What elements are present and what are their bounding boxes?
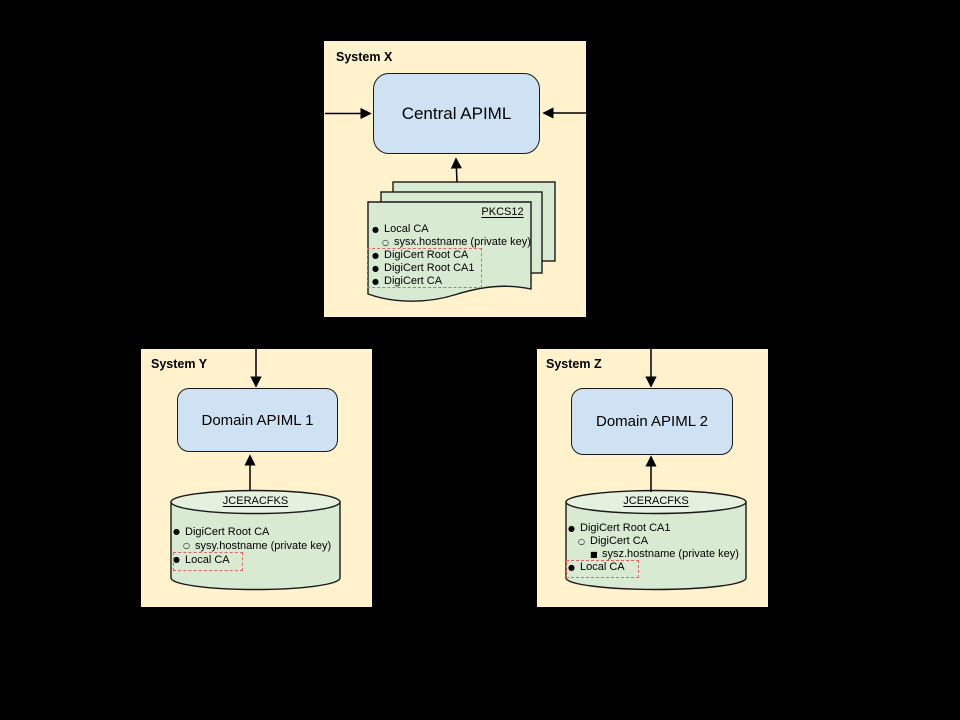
domain-apiml-1-node-label: Domain APIML 1 — [201, 411, 314, 429]
highlight-box-local-ca-y — [173, 552, 243, 571]
system-y-label: System Y — [151, 357, 208, 371]
list-item-text: Local CA — [384, 223, 429, 235]
domain-apiml-2-node: Domain APIML 2 — [571, 388, 733, 455]
list-item-text: DigiCert CA — [590, 535, 649, 547]
bullet-icon: ● — [568, 524, 575, 533]
list-item-text: DigiCert Root CA1 — [580, 522, 671, 534]
list-item: ● DigiCert Root CA1 — [568, 522, 739, 535]
list-item: ● Local CA — [372, 223, 531, 236]
highlight-box-local-ca-z — [566, 560, 639, 578]
domain-apiml-1-node: Domain APIML 1 — [177, 388, 338, 452]
bullet-icon: ● — [173, 527, 180, 536]
list-item-text: DigiCert Root CA — [185, 526, 270, 538]
bullet-icon: ● — [372, 225, 379, 234]
central-apiml-node-label: Central APIML — [401, 103, 512, 123]
bullet-icon: ○ — [578, 537, 585, 546]
list-item-text: sysy.hostname (private key) — [195, 540, 332, 552]
jceracfks-title-z: JCERACFKS — [623, 495, 689, 507]
central-apiml-node: Central APIML — [373, 73, 540, 154]
list-item: ○ DigiCert CA — [578, 535, 739, 548]
highlight-box-digicert-x — [367, 248, 482, 288]
list-item: ○ sysy.hostname (private key) — [183, 539, 331, 553]
jceracfks-title-y: JCERACFKS — [222, 495, 289, 507]
domain-apiml-2-node-label: Domain APIML 2 — [596, 413, 708, 430]
list-item: ● DigiCert Root CA — [173, 525, 331, 539]
bullet-icon: ○ — [183, 541, 190, 550]
pkcs12-title: PKCS12 — [481, 206, 524, 218]
system-z-label: System Z — [546, 357, 602, 371]
system-x-label: System X — [336, 50, 393, 64]
